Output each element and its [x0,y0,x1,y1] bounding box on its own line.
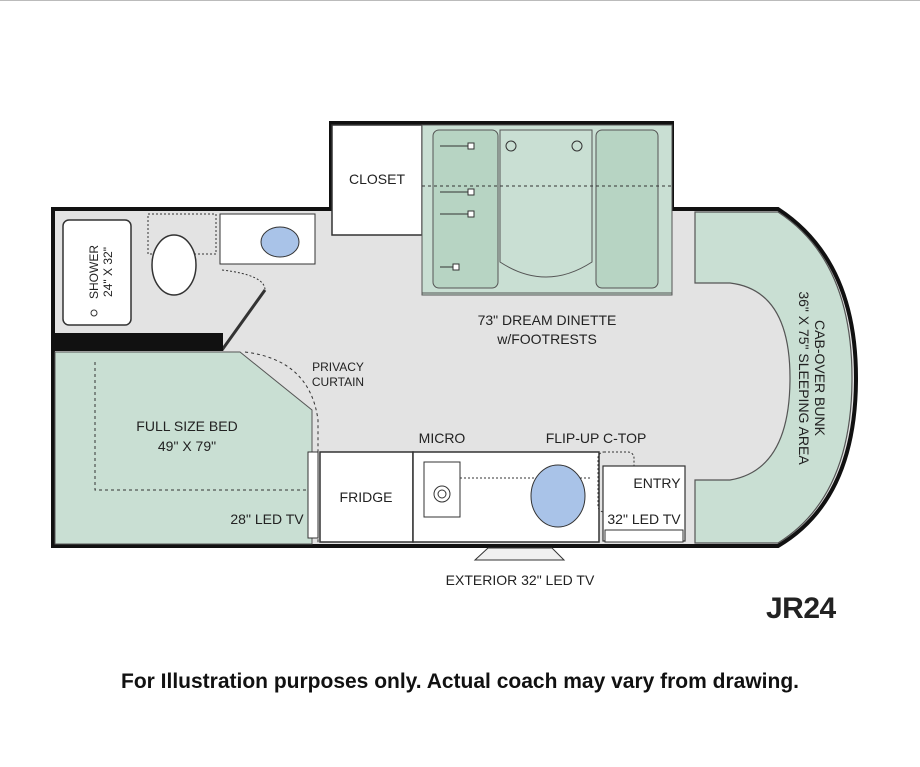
floor-plan-diagram: CLOSET 73" DREAM DINETTE w/FOOTRESTS SHO… [51,121,859,588]
dream-dinette[interactable] [421,124,673,296]
bed-label-line2: 49" X 79" [158,438,216,454]
kitchen-sink[interactable] [530,464,586,528]
exterior-tv [473,547,566,561]
shower-label-line1: SHOWER [87,245,101,299]
bedroom [54,351,319,545]
privacy-curtain-line [244,351,319,545]
shower-drain [90,309,98,317]
tv-28-mount [307,451,319,539]
dinette-label-line1: 73" DREAM DINETTE [478,312,617,328]
led-tv-32-label: 32" LED TV [607,511,681,527]
top-border-line [0,0,920,1]
entry-step[interactable] [602,465,686,542]
bed-label-line1: FULL SIZE BED [136,418,237,434]
dinette-left-seat[interactable] [432,129,499,289]
dinette-label-line2: w/FOOTRESTS [496,331,597,347]
tv-32-mount [604,529,684,543]
stove-burner [433,485,451,503]
dinette-right-seat[interactable] [595,129,659,289]
dinette-window-knob-right [571,140,583,152]
micro-label: MICRO [419,430,466,446]
toilet[interactable] [151,234,197,296]
cab-label-line1: CAB-OVER BUNK [812,320,828,437]
model-name: JR24 [766,592,836,625]
shower[interactable] [62,219,132,326]
disclaimer-text: For Illustration purposes only. Actual c… [121,670,799,693]
fridge-label: FRIDGE [340,489,393,505]
led-tv-28-label: 28" LED TV [230,511,304,527]
flip-up-label: FLIP-UP C-TOP [546,430,647,446]
exterior-tv-label: EXTERIOR 32" LED TV [446,572,595,588]
dinette-table [499,129,593,278]
kitchen [319,451,686,543]
entry-label: ENTRY [633,475,681,491]
privacy-label-line2: CURTAIN [312,375,364,389]
shower-label-line2: 24" X 32" [101,247,115,297]
bathroom [53,213,316,351]
cab-over-bunk [694,211,853,544]
bath-door[interactable] [220,289,267,351]
bath-wall-block [53,333,223,351]
cab-label-line2: 36" X 75" SLEEPING AREA [796,291,812,465]
closet-label: CLOSET [349,171,405,187]
closet[interactable] [331,124,423,236]
bath-sink[interactable] [260,226,300,258]
dinette-window-knob-left [505,140,517,152]
privacy-label-line1: PRIVACY [312,360,364,374]
